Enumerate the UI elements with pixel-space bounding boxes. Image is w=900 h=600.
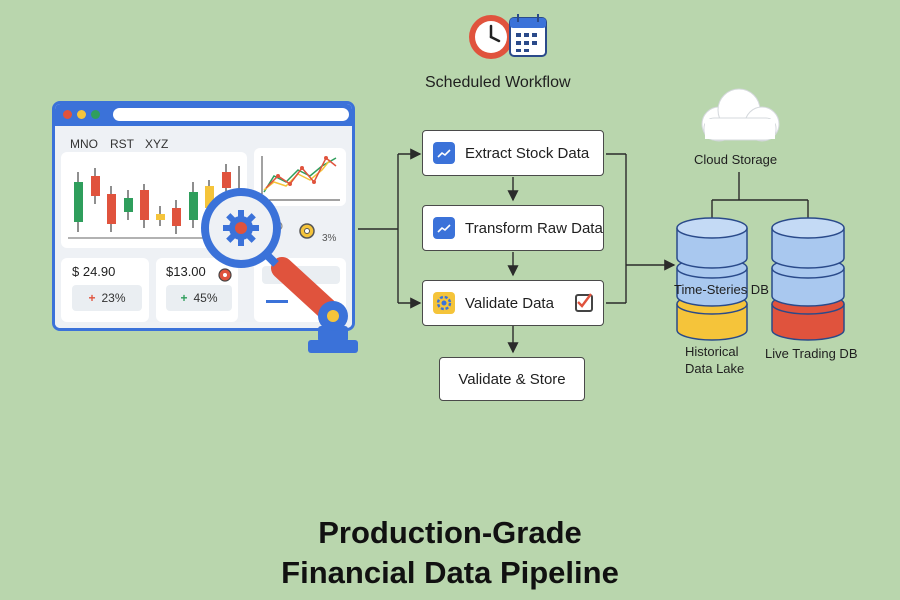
- clock-icon: [469, 15, 513, 59]
- step-label: Extract Stock Data: [465, 144, 590, 162]
- historical-data-lake-label: Historical Data Lake: [685, 344, 745, 376]
- change-value: 45%: [193, 291, 218, 305]
- calendar-icon: [509, 14, 547, 57]
- live-trading-db-label: Live Trading DB: [765, 346, 858, 361]
- step-label: Transform Raw Data: [465, 219, 603, 237]
- placeholder-bar: [262, 266, 340, 284]
- plus-icon: +: [180, 291, 188, 305]
- ticker-xyz[interactable]: XYZ: [145, 137, 169, 151]
- window-titlebar: [55, 104, 352, 126]
- page-title-line-1: Production-Grade: [318, 515, 582, 550]
- chart-icon: [433, 217, 455, 239]
- schedule-label: Scheduled Workflow: [425, 74, 571, 91]
- ticker-rst[interactable]: RST: [110, 137, 134, 151]
- address-bar[interactable]: [113, 108, 349, 121]
- cloud-storage-label: Cloud Storage: [694, 152, 778, 167]
- price-card-2-change: + 45%: [166, 285, 232, 311]
- change-value: 23%: [101, 291, 126, 305]
- price-card-2-price: $13.00: [166, 264, 206, 279]
- step-extract-stock-data[interactable]: Extract Stock Data: [422, 130, 604, 176]
- price-card-1-price: $ 24.90: [72, 264, 116, 279]
- step-validate-and-store[interactable]: Validate & Store: [439, 357, 585, 401]
- live-trading-db-icon: [771, 217, 845, 341]
- minor-value: 3%: [322, 233, 337, 244]
- schedule-icon-group: [462, 10, 552, 65]
- placeholder-line: [266, 300, 288, 303]
- line-chart-panel: [254, 148, 346, 206]
- historical-data-lake-db-icon: [676, 217, 748, 341]
- chart-icon: [433, 142, 455, 164]
- step-transform-raw-data[interactable]: Transform Raw Data: [422, 205, 604, 251]
- step-validate-data[interactable]: Validate Data: [422, 280, 604, 326]
- ticker-mno[interactable]: MNO: [70, 137, 98, 151]
- step-label: Validate & Store: [458, 370, 566, 388]
- candlestick-panel: [61, 152, 247, 248]
- price-card-1-change: + 23%: [72, 285, 142, 311]
- page-title-line-2: Financial Data Pipeline: [281, 555, 619, 590]
- close-dot-icon[interactable]: [63, 110, 72, 119]
- gear-icon: [433, 292, 455, 314]
- checkbox-checked-icon: [575, 293, 593, 312]
- minimize-dot-icon[interactable]: [77, 110, 86, 119]
- maximize-dot-icon[interactable]: [91, 110, 100, 119]
- step-label: Validate Data: [465, 294, 554, 312]
- plus-icon: +: [88, 291, 96, 305]
- timeseries-db-label: Time-Steries DB: [674, 282, 769, 297]
